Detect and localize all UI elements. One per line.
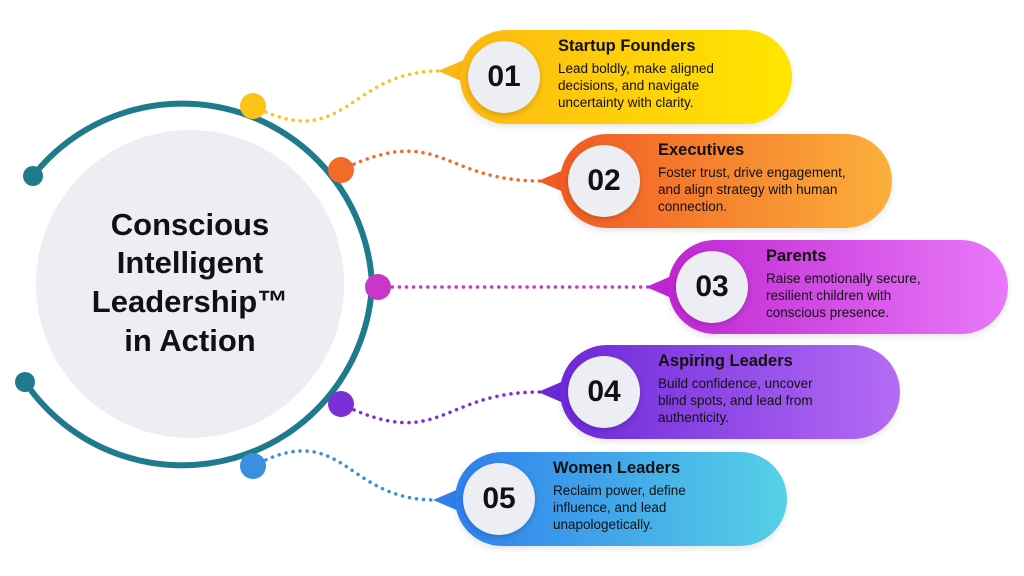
- center-title: Conscious Intelligent Leadership™ in Act…: [48, 178, 332, 388]
- card-description-line: influence, and lead: [553, 500, 667, 515]
- card-title: Parents: [766, 247, 827, 265]
- card-number-badge: 05: [463, 463, 535, 535]
- center-title-line: Leadership™: [91, 284, 289, 319]
- center-circle: [36, 130, 344, 438]
- center-title-line: Conscious: [110, 206, 270, 242]
- connector-lines: [251, 59, 674, 512]
- card-title: Startup Founders: [558, 37, 696, 55]
- center-title-line: in Action: [124, 322, 256, 358]
- ring-end-cap-top: [23, 166, 43, 186]
- ring-arc-lower: [22, 281, 375, 469]
- ring-dots: [240, 93, 391, 479]
- card-title: Aspiring Leaders: [658, 352, 793, 370]
- ring-dot-03: [365, 274, 391, 300]
- ring-end-cap-bottom: [15, 372, 35, 392]
- connector-01: [251, 69, 442, 123]
- card-description-line: Reclaim power, define: [553, 483, 686, 498]
- card-description-line: Lead boldly, make aligned: [558, 61, 714, 76]
- card-description-line: Raise emotionally secure,: [766, 271, 921, 286]
- card-number-badge: 01: [468, 41, 540, 113]
- ring-arc-upper: [30, 100, 375, 287]
- card-number-badge: 03: [676, 251, 748, 323]
- outer-ring: [15, 100, 375, 469]
- card-description-line: uncertainty with clarity.: [558, 95, 694, 110]
- card-description-line: authenticity.: [658, 410, 730, 425]
- card-description-line: conscious presence.: [766, 305, 890, 320]
- ring-dot-02: [328, 157, 354, 183]
- connector-02: [339, 149, 542, 183]
- ring-dot-01: [240, 93, 266, 119]
- card-pointer-02: [538, 169, 566, 193]
- card-number-badge: 02: [568, 145, 640, 217]
- card-title: Women Leaders: [553, 459, 681, 477]
- card-description-line: unapologetically.: [553, 517, 653, 532]
- card-pointer-03: [646, 275, 674, 299]
- ring-dot-05: [240, 453, 266, 479]
- card-description-line: blind spots, and lead from: [658, 393, 813, 408]
- card-description-line: Build confidence, uncover: [658, 376, 813, 391]
- card-description-line: Foster trust, drive engagement,: [658, 165, 846, 180]
- card-description-line: resilient children with: [766, 288, 892, 303]
- ring-dot-04: [328, 391, 354, 417]
- center-title-line: Intelligent: [116, 245, 264, 281]
- card-description-line: decisions, and navigate: [558, 78, 700, 93]
- card-description-line: connection.: [658, 199, 728, 214]
- card-pointer-04: [538, 380, 566, 404]
- connector-04: [339, 390, 542, 425]
- card-number-badge: 04: [568, 356, 640, 428]
- card-pointer-05: [433, 488, 461, 512]
- card-description-line: and align strategy with human: [658, 182, 838, 197]
- card-title: Executives: [658, 141, 745, 159]
- card-pointer-01: [438, 59, 466, 83]
- connector-05: [251, 449, 437, 502]
